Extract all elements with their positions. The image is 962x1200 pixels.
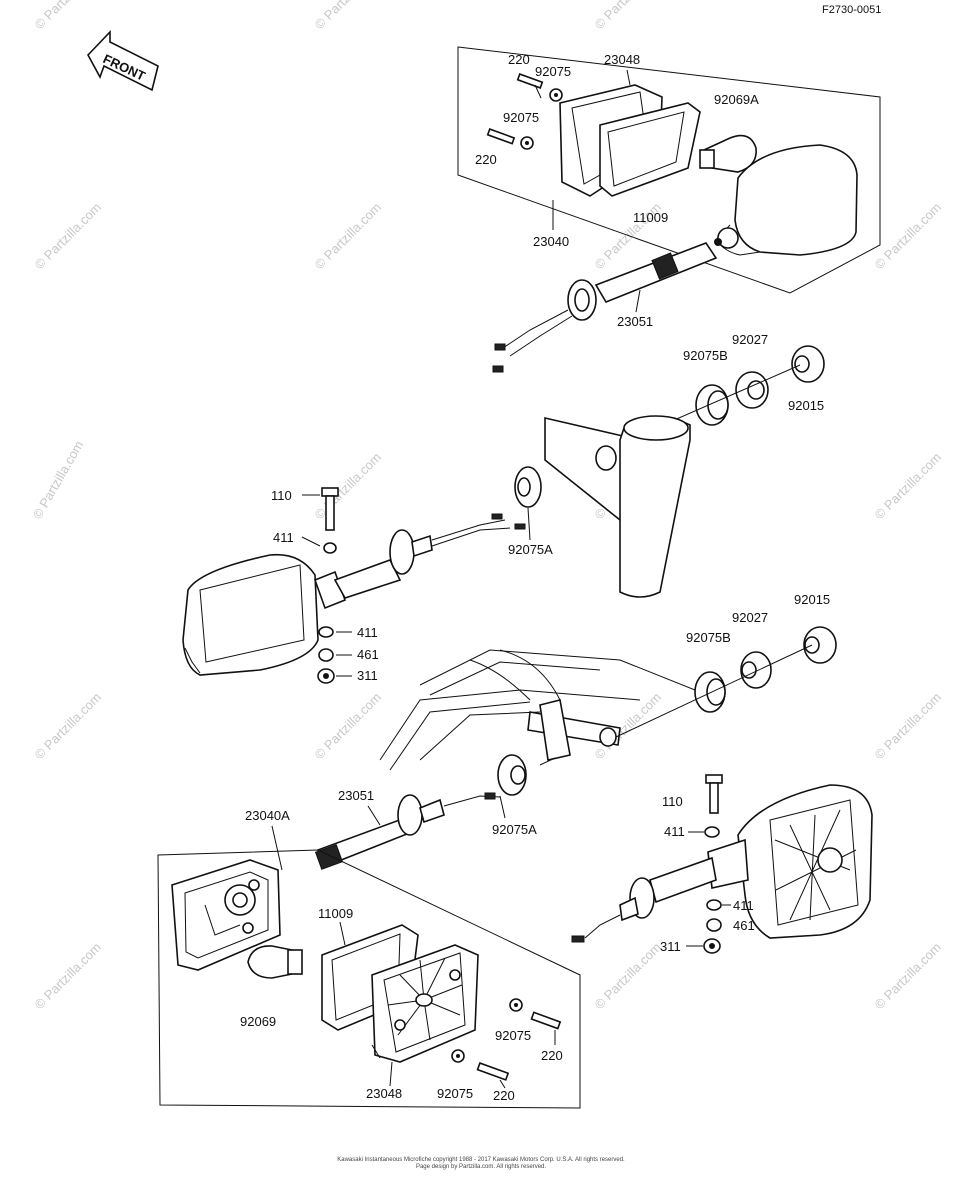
r2-collar-92027-icon	[740, 651, 772, 689]
watermark-5: © Partzilla.com	[312, 200, 385, 273]
r1-collar-92027-icon	[735, 371, 769, 409]
r1-grommet-92075B-icon	[695, 384, 729, 426]
top-nut-92075-b-icon	[520, 136, 534, 150]
r2-nut-92015-icon	[803, 626, 837, 664]
label-top-23051: 23051	[617, 314, 653, 329]
r3-washer-411-a-icon	[704, 826, 720, 838]
label-r3-311: 311	[660, 939, 681, 954]
l-grommet-92075A-icon	[514, 466, 542, 508]
b-housing-23040A-icon	[171, 859, 281, 971]
footer-line-1: Kawasaki Instantaneous Microfiche copyri…	[337, 1157, 625, 1163]
r3-nut-311-icon	[703, 938, 721, 954]
b-nut-92075-b-icon	[451, 1049, 465, 1063]
label-top-92075-a: 92075	[535, 64, 571, 79]
top-stalk-23051-icon	[492, 242, 718, 373]
watermark-1: © Partzilla.com	[32, 0, 105, 32]
label-top-92075-b: 92075	[503, 110, 539, 125]
label-l-461: 461	[357, 647, 379, 662]
r3-washer-461-icon	[706, 918, 722, 932]
label-r3-411-b: 411	[733, 898, 754, 913]
label-l-411-b: 411	[357, 625, 378, 640]
label-top-23040: 23040	[533, 234, 569, 249]
left-turn-signal-icon	[182, 513, 526, 676]
label-r3-461: 461	[733, 918, 755, 933]
r3-washer-411-b-icon	[706, 899, 722, 911]
b-lens-23048-icon	[371, 944, 479, 1063]
label-r3-411-a: 411	[664, 824, 685, 839]
label-r2-92015: 92015	[794, 592, 830, 607]
watermark-17: © Partzilla.com	[872, 940, 945, 1013]
watermark-10: © Partzilla.com	[872, 450, 945, 523]
rear-frame-icon	[379, 649, 721, 771]
top-turn-signal-body-icon	[714, 144, 858, 256]
watermark-14: © Partzilla.com	[872, 690, 945, 763]
label-b-92075A: 92075A	[492, 822, 537, 837]
b-grommet-92075A-icon	[497, 754, 527, 796]
label-b-220-a: 220	[541, 1048, 563, 1063]
watermark-15: © Partzilla.com	[32, 940, 105, 1013]
watermark-16: © Partzilla.com	[592, 940, 665, 1013]
head-bracket-icon	[544, 415, 691, 598]
label-b-23040A: 23040A	[245, 808, 290, 823]
r3-bolt-110-icon	[705, 774, 723, 814]
label-b-92075-b: 92075	[437, 1086, 473, 1101]
label-top-220-a: 220	[508, 52, 530, 67]
label-top-92069A: 92069A	[714, 92, 759, 107]
r2-grommet-92075B-icon	[694, 671, 726, 713]
r1-nut-92015-icon	[791, 345, 825, 383]
label-l-92075A: 92075A	[508, 542, 553, 557]
top-screw-220-a-icon	[516, 73, 544, 89]
l-washer-411-b-icon	[318, 626, 334, 638]
label-b-23051: 23051	[338, 788, 374, 803]
label-b-23048: 23048	[366, 1086, 402, 1101]
right-lower-turn-signal-icon	[571, 784, 873, 943]
b-stalk-23051-icon	[314, 792, 501, 870]
watermark-12: © Partzilla.com	[312, 690, 385, 763]
label-l-110: 110	[271, 488, 292, 503]
label-top-11009: 11009	[633, 210, 668, 225]
label-l-411-a: 411	[273, 530, 294, 545]
watermark-11: © Partzilla.com	[32, 690, 105, 763]
watermark-3: © Partzilla.com	[592, 0, 665, 32]
label-b-220-b: 220	[493, 1088, 515, 1103]
watermark-4: © Partzilla.com	[32, 200, 105, 273]
label-b-92075-a: 92075	[495, 1028, 531, 1043]
b-screw-220-b-icon	[476, 1062, 510, 1081]
front-arrow-label: FRONT	[101, 51, 148, 84]
top-exploded-box	[457, 46, 881, 294]
label-r1-92015: 92015	[788, 398, 824, 413]
label-b-11009: 11009	[318, 906, 353, 921]
front-arrow-icon: FRONT	[87, 30, 159, 92]
top-screw-220-b-icon	[486, 128, 516, 145]
label-top-23048: 23048	[604, 52, 640, 67]
top-gasket-11009-icon	[599, 102, 701, 197]
l-washer-411-a-icon	[323, 542, 337, 554]
bottom-exploded-box	[157, 849, 581, 1109]
l-bolt-110-icon	[321, 487, 339, 531]
l-washer-461-icon	[318, 648, 334, 662]
copyright-footer: Kawasaki Instantaneous Microfiche copyri…	[0, 1157, 962, 1171]
b-screw-220-a-icon	[530, 1011, 562, 1030]
top-bulb-92069A-icon	[699, 134, 757, 173]
label-r1-92027: 92027	[732, 332, 768, 347]
footer-line-2: Page design by Partzilla.com. All rights…	[415, 1164, 547, 1170]
label-r2-92075B: 92075B	[686, 630, 731, 645]
watermark-2: © Partzilla.com	[312, 0, 385, 32]
label-r1-92075B: 92075B	[683, 348, 728, 363]
label-r3-110: 110	[662, 794, 683, 809]
figure-code: F2730-0051	[822, 4, 881, 16]
l-nut-311-icon	[317, 668, 335, 684]
watermark-8: © Partzilla.com	[312, 450, 385, 523]
label-r2-92027: 92027	[732, 610, 768, 625]
watermark-side: © Partzilla.com	[30, 438, 87, 521]
b-bulb-92069-icon	[247, 945, 303, 979]
label-b-92069: 92069	[240, 1014, 276, 1029]
label-top-220-b: 220	[475, 152, 497, 167]
b-nut-92075-a-icon	[509, 998, 523, 1012]
label-l-311: 311	[357, 668, 378, 683]
watermark-7: © Partzilla.com	[872, 200, 945, 273]
top-nut-92075-a-icon	[549, 88, 563, 102]
